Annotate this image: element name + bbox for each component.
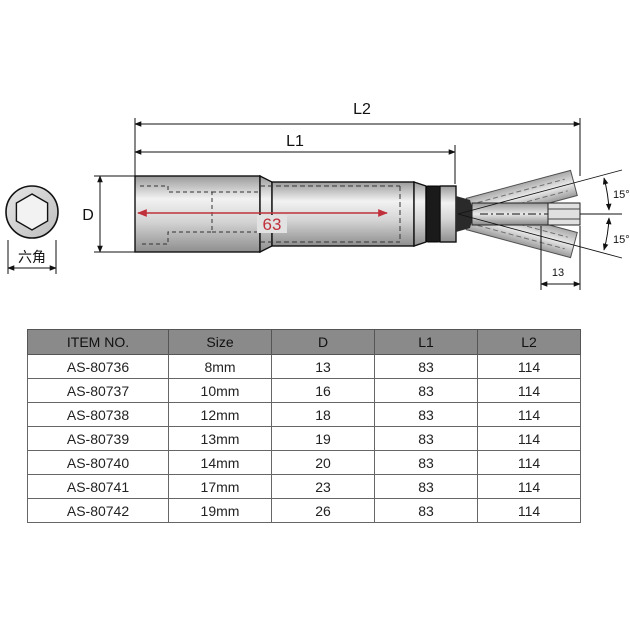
- table-row: AS-80741 17mm 23 83 114: [27, 474, 581, 499]
- table-row: AS-80738 12mm 18 83 114: [27, 402, 581, 427]
- cell-l1: 83: [374, 402, 478, 427]
- hex-end-view: 六角: [5, 185, 59, 274]
- cell-size: 8mm: [168, 354, 272, 379]
- cell-item-no: AS-80742: [27, 498, 169, 523]
- depth-label: 63: [263, 215, 282, 234]
- cell-l2: 114: [477, 426, 581, 451]
- l2-label: L2: [353, 101, 371, 118]
- diameter-dimension: D: [82, 175, 135, 253]
- cell-l2: 114: [477, 474, 581, 499]
- cell-size: 14mm: [168, 450, 272, 475]
- cell-item-no: AS-80740: [27, 450, 169, 475]
- cell-d: 26: [271, 498, 375, 523]
- cell-l1: 83: [374, 426, 478, 451]
- table-header-row: ITEM NO. Size D L1 L2: [27, 329, 581, 355]
- table-row: AS-80737 10mm 16 83 114: [27, 378, 581, 403]
- angle-top-label: 15°: [613, 189, 630, 201]
- cell-l2: 114: [477, 402, 581, 427]
- header-item-no: ITEM NO.: [27, 329, 169, 355]
- cell-item-no: AS-80739: [27, 426, 169, 451]
- header-l1: L1: [374, 329, 478, 355]
- hex-label: 六角: [18, 249, 46, 265]
- header-l2: L2: [477, 329, 581, 355]
- cell-l1: 83: [374, 498, 478, 523]
- spec-table: ITEM NO. Size D L1 L2 AS-80736 8mm 13 83…: [27, 329, 581, 523]
- cell-l1: 83: [374, 450, 478, 475]
- table-row: AS-80740 14mm 20 83 114: [27, 450, 581, 475]
- cell-item-no: AS-80738: [27, 402, 169, 427]
- cell-item-no: AS-80741: [27, 474, 169, 499]
- cell-l2: 114: [477, 498, 581, 523]
- l1-label: L1: [286, 133, 304, 150]
- cell-size: 13mm: [168, 426, 272, 451]
- drive-width-label: 13: [552, 267, 564, 279]
- length-dimensions: L2 L1: [134, 101, 581, 184]
- cell-size: 19mm: [168, 498, 272, 523]
- cell-l2: 114: [477, 450, 581, 475]
- cell-size: 12mm: [168, 402, 272, 427]
- cell-d: 19: [271, 426, 375, 451]
- cell-item-no: AS-80737: [27, 378, 169, 403]
- socket-body: [134, 174, 457, 254]
- table-row: AS-80736 8mm 13 83 114: [27, 354, 581, 379]
- angle-dimensions: 15° 15°: [457, 169, 630, 259]
- cell-d: 20: [271, 450, 375, 475]
- header-size: Size: [168, 329, 272, 355]
- cell-d: 13: [271, 354, 375, 379]
- hex-socket-icon: [15, 193, 49, 231]
- swivel-drive-end: [456, 169, 581, 259]
- angle-bottom-label: 15°: [613, 234, 630, 246]
- cell-size: 10mm: [168, 378, 272, 403]
- cell-d: 16: [271, 378, 375, 403]
- drive-width-dimension: 13: [540, 226, 581, 290]
- socket-dimension-drawing: 六角 D L2 L1: [5, 101, 630, 290]
- header-d: D: [271, 329, 375, 355]
- cell-d: 23: [271, 474, 375, 499]
- cell-item-no: AS-80736: [27, 354, 169, 379]
- table-row: AS-80742 19mm 26 83 114: [27, 498, 581, 523]
- cell-l1: 83: [374, 354, 478, 379]
- cell-l1: 83: [374, 378, 478, 403]
- depth-dimension: 63: [137, 209, 388, 234]
- cell-d: 18: [271, 402, 375, 427]
- diameter-label: D: [82, 207, 94, 224]
- table-row: AS-80739 13mm 19 83 114: [27, 426, 581, 451]
- cell-l1: 83: [374, 474, 478, 499]
- cell-l2: 114: [477, 378, 581, 403]
- cell-l2: 114: [477, 354, 581, 379]
- cell-size: 17mm: [168, 474, 272, 499]
